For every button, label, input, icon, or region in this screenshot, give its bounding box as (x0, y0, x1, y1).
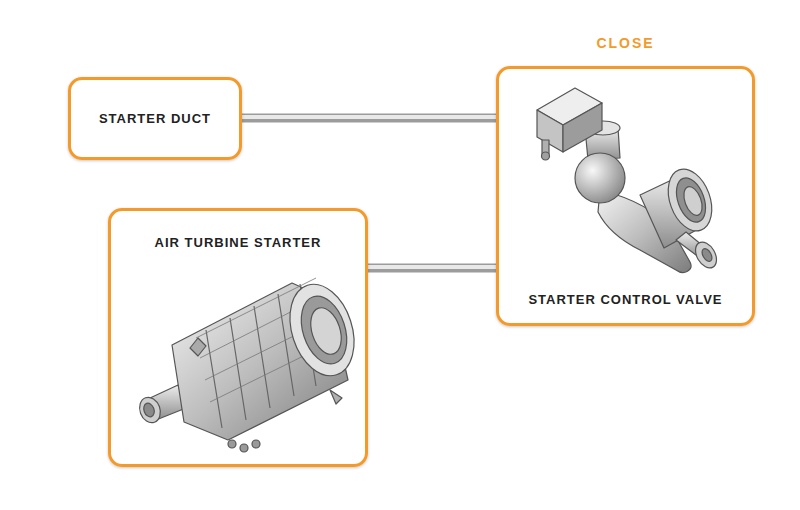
drawing-part (293, 290, 355, 370)
drawing-part (240, 444, 248, 452)
drawing-part (537, 110, 563, 152)
pipe-outline (242, 114, 496, 123)
drawing-part (575, 153, 625, 203)
pipe-highlight (368, 265, 496, 269)
drawing-part (190, 338, 206, 356)
drawing-part (671, 174, 711, 226)
duct-connector (368, 267, 496, 268)
drawing-part (228, 440, 236, 448)
drawing-part (563, 103, 602, 152)
component-box: STARTER DUCT (68, 77, 242, 160)
drawing-part (305, 304, 346, 358)
drawing-part (142, 402, 156, 419)
box-title: STARTER CONTROL VALVE (499, 292, 752, 307)
component-box: CLOSESTARTER CONTROL VALVE (496, 66, 755, 326)
box-title: STARTER DUCT (71, 111, 239, 126)
drawing-part (542, 152, 550, 160)
pipe-highlight (242, 115, 496, 119)
valve-drawing (537, 88, 721, 272)
drawing-part (330, 390, 342, 404)
drawing-part (700, 247, 714, 263)
drawing-part (660, 163, 719, 237)
box-title: AIR TURBINE STARTER (111, 235, 365, 250)
drawing-part (252, 440, 260, 448)
drawing-part (691, 238, 721, 271)
drawing-part (136, 394, 164, 425)
drawing-part (279, 276, 365, 384)
duct-connector (242, 117, 496, 118)
pipe-outline (368, 264, 496, 273)
starter-drawing (136, 276, 365, 452)
drawing-part (680, 184, 705, 218)
state-heading: CLOSE (499, 35, 752, 51)
component-box: AIR TURBINE STARTER (108, 208, 368, 467)
